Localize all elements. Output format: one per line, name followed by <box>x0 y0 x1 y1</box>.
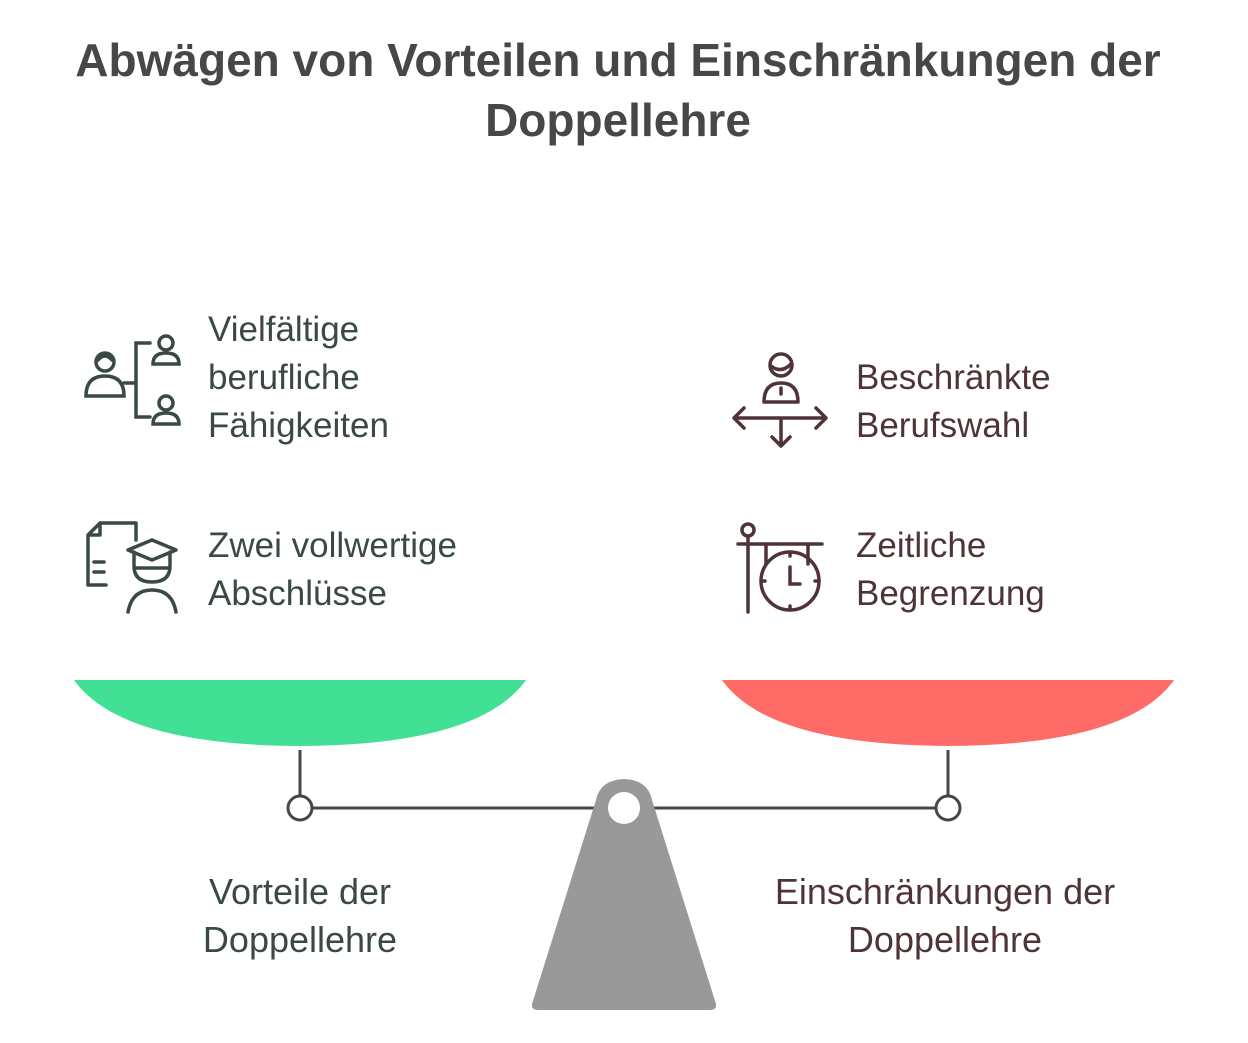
item-vielfaeltige-faehigkeiten: Vielfältige berufliche Fähigkeiten <box>208 310 389 445</box>
right-pan-label: Einschränkungen der Doppellehre <box>774 871 1116 960</box>
hanging-clock-icon <box>736 522 824 614</box>
people-hierarchy-icon <box>84 334 181 426</box>
item-beschraenkte-berufswahl: Beschränkte Berufswahl <box>856 358 1051 445</box>
left-pan <box>74 680 526 746</box>
item-zwei-abschluesse: Zwei vollwertige Abschlüsse <box>208 526 457 613</box>
item-zeitliche-begrenzung: Zeitliche Begrenzung <box>856 526 1045 613</box>
graduate-document-icon <box>86 521 178 614</box>
person-directions-icon <box>732 352 828 448</box>
fulcrum <box>531 779 717 1010</box>
page-title: Abwägen von Vorteilen und Einschränkunge… <box>75 34 1161 146</box>
right-pan <box>722 680 1174 746</box>
left-pan-label: Vorteile der Doppellehre <box>202 871 398 960</box>
